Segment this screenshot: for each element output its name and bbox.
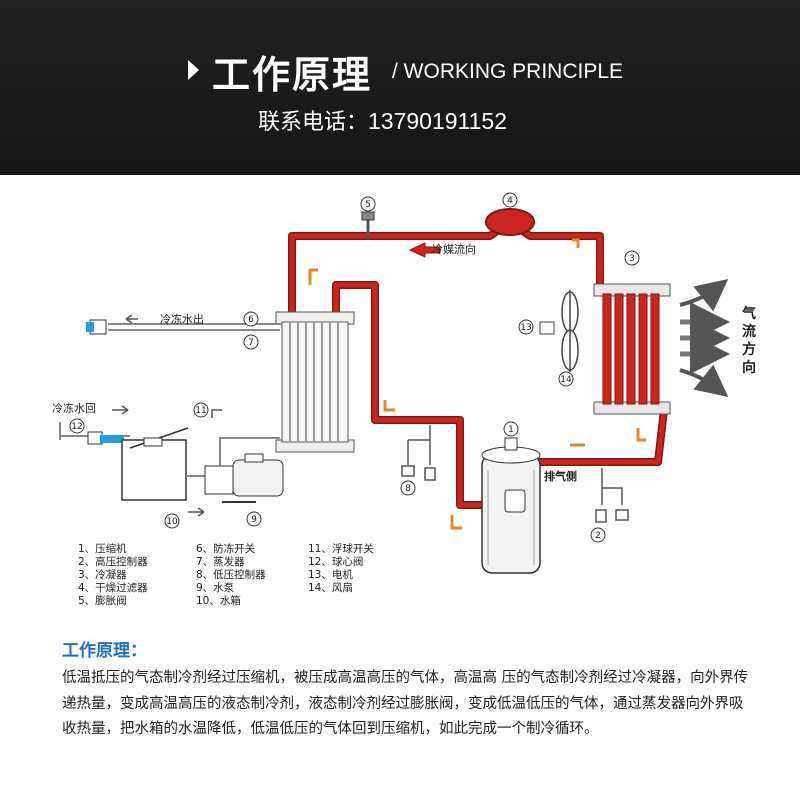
- airflow-label-3: 方: [742, 341, 756, 358]
- airflow-arrows: [679, 279, 730, 397]
- legend-item: 4、干燥过滤器: [78, 581, 148, 594]
- phone-label: 联系电话：: [258, 110, 369, 135]
- legend-item: 3、冷凝器: [78, 568, 127, 581]
- airflow-label-1: 气: [741, 305, 756, 322]
- callout-14: 14: [560, 375, 572, 385]
- legend-item: 2、高压控制器: [78, 555, 148, 568]
- airflow-label-2: 流: [742, 323, 756, 340]
- callout-11: 11: [195, 406, 206, 416]
- contact-phone: 联系电话：13790191152: [258, 104, 507, 136]
- header-banner: 工作原理 / WORKING PRINCIPLE 联系电话：1379019115…: [0, 0, 800, 175]
- legend-item: 6、防冻开关: [196, 542, 256, 555]
- legend-item: 8、低压控制器: [196, 568, 266, 581]
- description-text: 低温抵压的气态制冷剂经过压缩机，被压成高温高压的气体，高温高 压的气态制冷剂经过…: [62, 670, 749, 737]
- page-title: 工作原理: [212, 53, 373, 97]
- legend-item: 1、压缩机: [78, 542, 127, 555]
- high-pressure-controller: [595, 468, 629, 523]
- evaporator: [275, 311, 355, 453]
- refrigerant-flow-label: 冷媒流向: [432, 242, 476, 256]
- float-switch-arrow: [211, 409, 222, 418]
- component-legend: 1、压缩机 2、高压控制器 3、冷凝器 4、干燥过滤器 5、膨胀阀 6、防冻开关…: [78, 542, 374, 607]
- legend-item: 13、电机: [308, 568, 353, 581]
- callout-8: 8: [405, 484, 411, 494]
- refrigerant-flow-arrow: [408, 242, 441, 258]
- legend-item: 7、蒸发器: [196, 555, 245, 568]
- play-arrow-icon: [188, 60, 199, 80]
- callout-6: 6: [248, 315, 254, 325]
- chilled-water-return-pipe: [59, 422, 130, 445]
- callout-13: 13: [520, 323, 531, 333]
- legend-item: 5、膨胀阀: [78, 594, 127, 607]
- condenser: [593, 283, 671, 415]
- legend-item: 12、球心阀: [308, 555, 363, 568]
- callout-10: 10: [166, 517, 178, 527]
- refrigeration-cycle-diagram: 冷媒流向 气 流 方 向: [0, 175, 800, 625]
- motor-icon: [539, 321, 555, 335]
- chilled-water-return-label: 冷冻水回: [52, 401, 96, 415]
- legend-item: 14、风扇: [308, 581, 353, 594]
- expansion-valve: [361, 211, 375, 238]
- water-return-arrow: [112, 405, 129, 415]
- callout-2: 2: [595, 531, 601, 541]
- page-subtitle: / WORKING PRINCIPLE: [392, 60, 624, 83]
- callout-12: 12: [71, 422, 82, 432]
- legend-item: 9、水泵: [196, 582, 235, 594]
- callout-5: 5: [365, 200, 371, 210]
- callout-4: 4: [507, 196, 513, 206]
- water-out-arrow: [125, 314, 138, 324]
- water-pump: [186, 437, 284, 503]
- callout-3: 3: [629, 254, 635, 264]
- drier-filter: [485, 208, 535, 236]
- chilled-water-out-label: 冷冻水出: [160, 312, 204, 326]
- compressor: [481, 437, 541, 574]
- callout-7: 7: [248, 338, 254, 348]
- callout-numbers: 1 2 3 4 5 6 7 8 9 10 11 12 13 14: [69, 192, 640, 543]
- airflow-label-4: 向: [742, 359, 756, 376]
- callout-9: 9: [251, 515, 257, 525]
- description-title: 工作原理：: [62, 641, 147, 661]
- discharge-side-label: 排气侧: [544, 469, 577, 483]
- fan-icon: [561, 290, 579, 372]
- low-pressure-controller: [401, 425, 436, 481]
- callout-1: 1: [508, 425, 514, 435]
- water-tank: [121, 427, 189, 501]
- legend-item: 11、浮球开关: [308, 542, 374, 555]
- phone-number: 13790191152: [368, 108, 508, 134]
- pump-flow-arrow: [188, 507, 205, 517]
- legend-item: 10、水箱: [196, 594, 241, 607]
- flow-arrows: [308, 238, 646, 530]
